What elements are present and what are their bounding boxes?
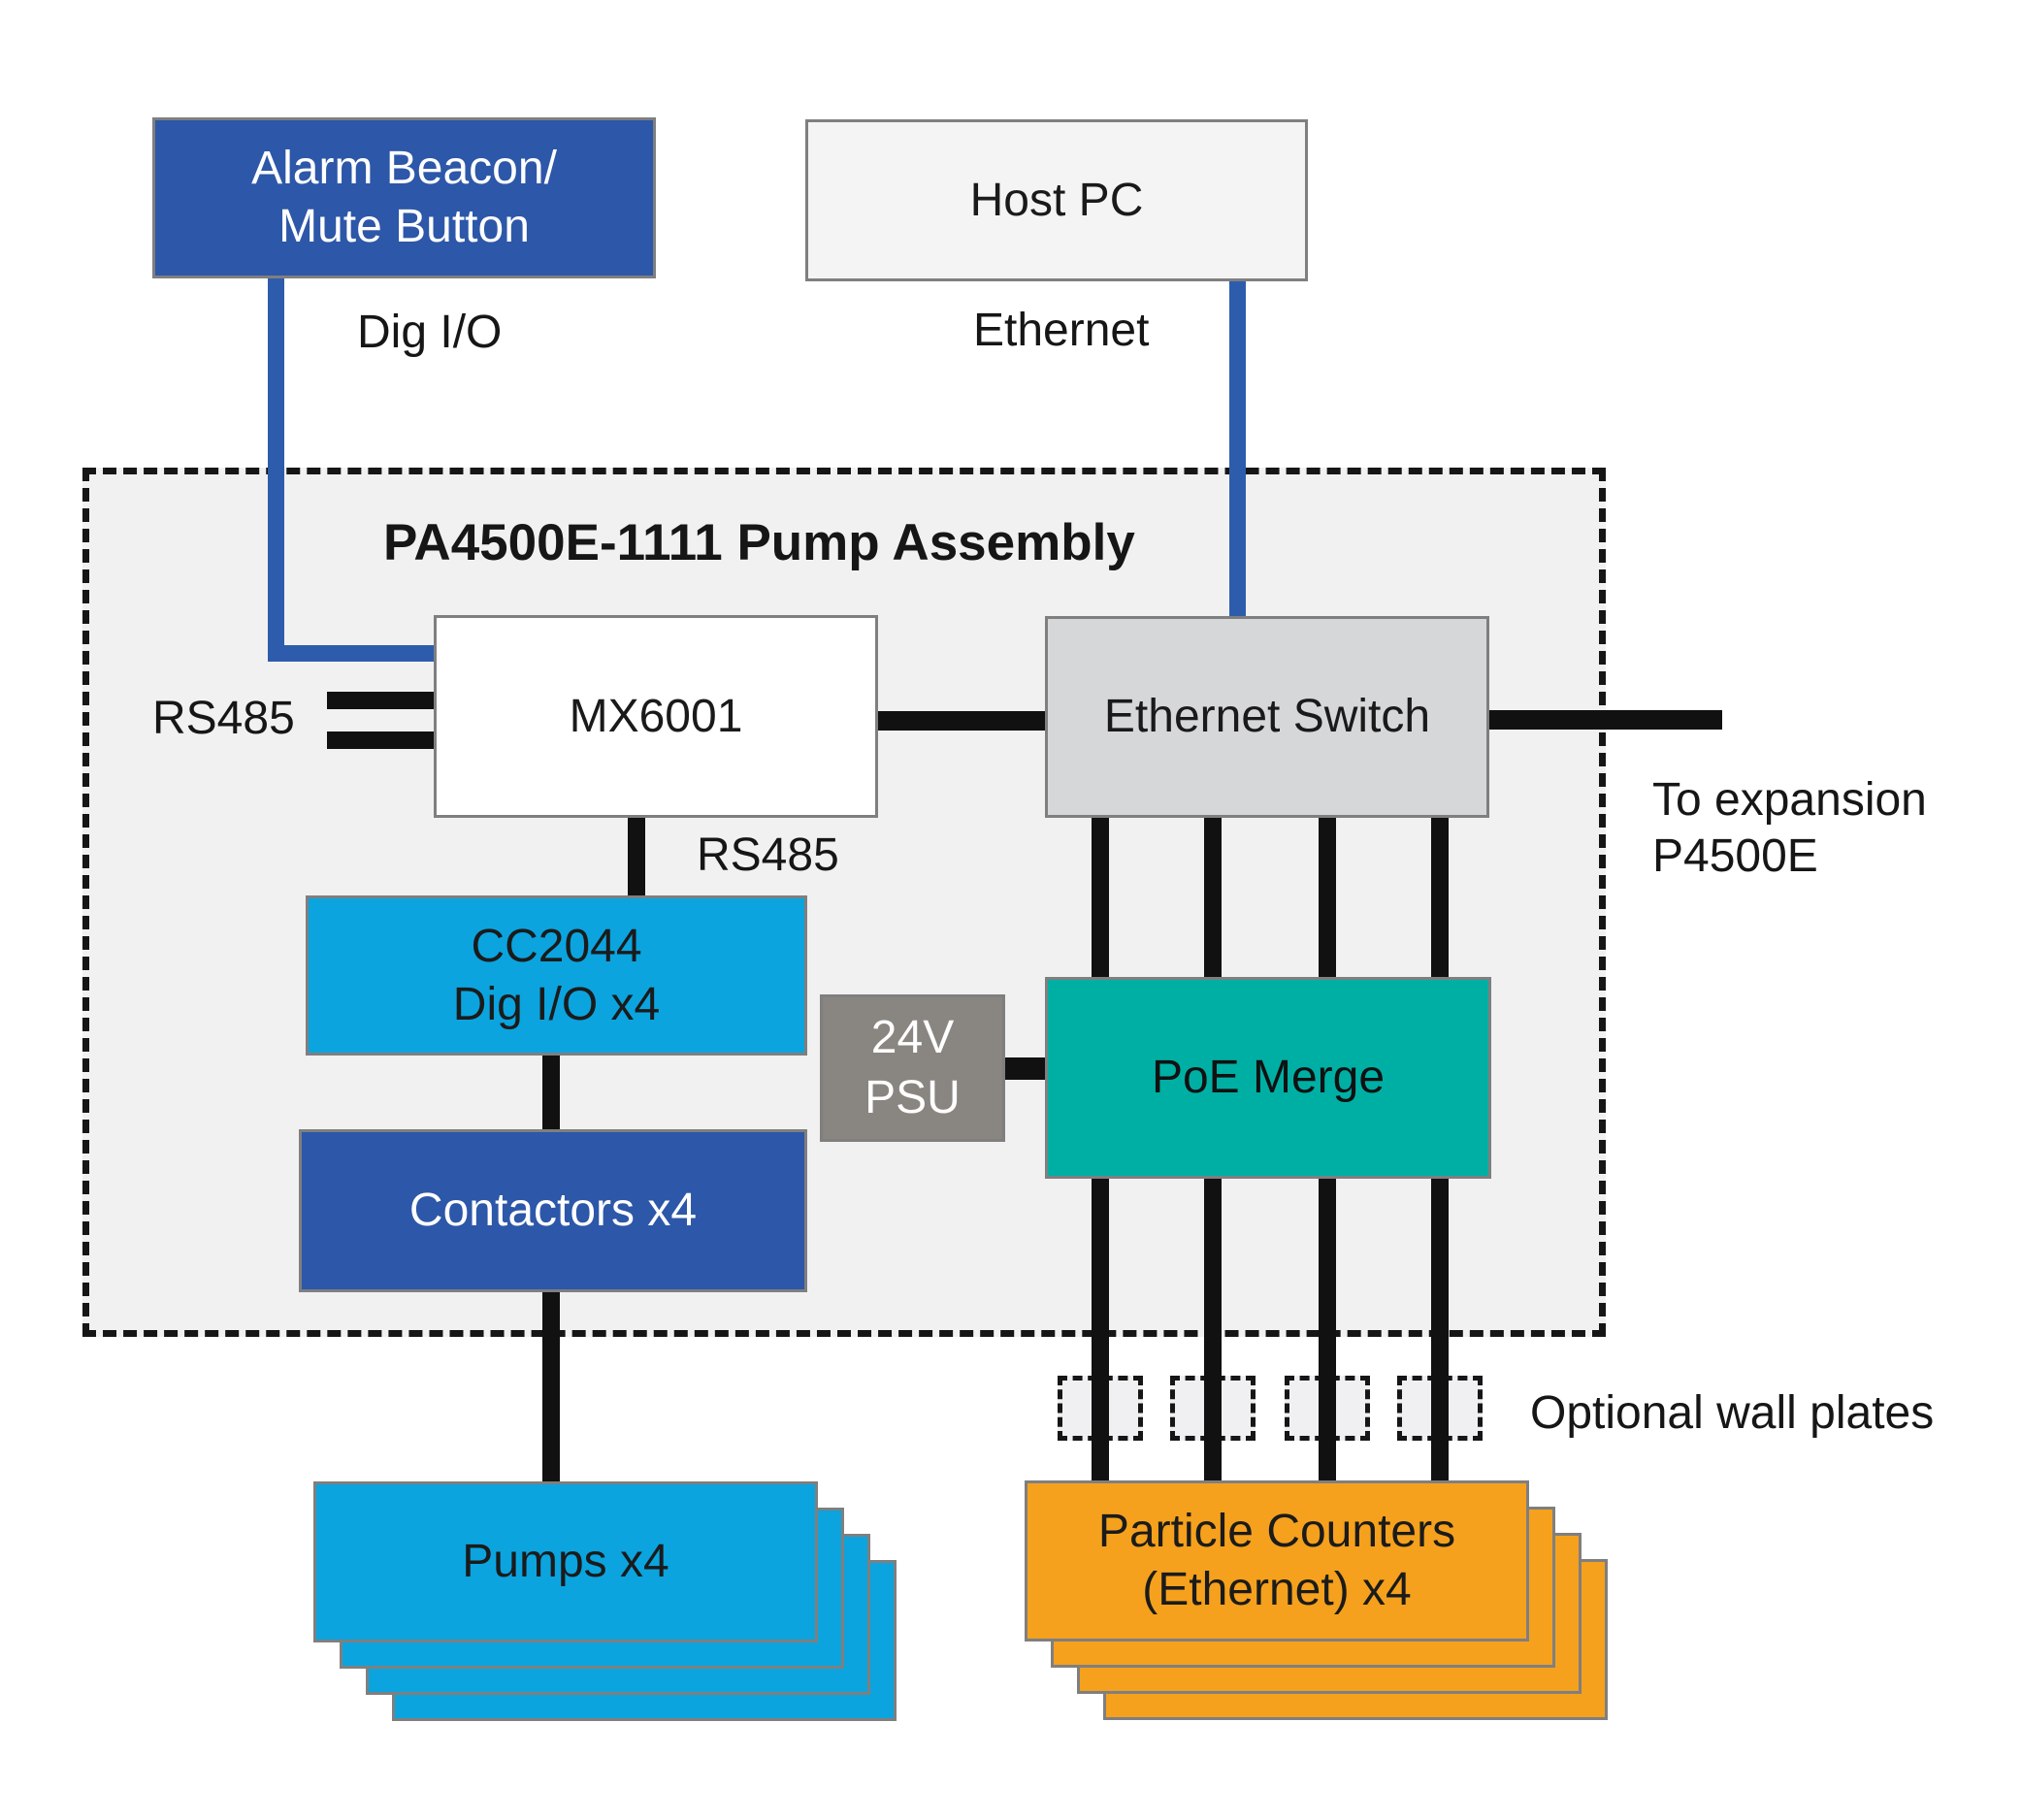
psu-box: 24V PSU — [820, 994, 1005, 1142]
poe-merge-label: PoE Merge — [1151, 1052, 1386, 1103]
poe-merge-box: PoE Merge — [1045, 977, 1491, 1179]
to-expansion-label-line2: P4500E — [1652, 830, 1818, 882]
rs485-left-label: RS485 — [152, 693, 295, 744]
psu-label-line1: 24V — [870, 1012, 955, 1063]
ethernet-switch-box: Ethernet Switch — [1045, 616, 1489, 818]
optional-wall-plates-label: Optional wall plates — [1530, 1387, 1935, 1439]
host-pc-label: Host PC — [969, 174, 1144, 226]
rs485-bus-bar-bottom — [327, 731, 434, 749]
rs485-mid-label: RS485 — [697, 829, 839, 881]
line-psu-to-poe — [1005, 1057, 1045, 1080]
pumps-label: Pumps x4 — [462, 1536, 669, 1587]
to-expansion-label-line1: To expansion — [1652, 774, 1927, 826]
cc2044-label-line2: Dig I/O x4 — [452, 978, 661, 1030]
hostpc-ethernet-line — [1229, 281, 1246, 616]
ethernet-label: Ethernet — [973, 305, 1150, 356]
digio-line-vertical — [268, 278, 284, 662]
contactors-label: Contactors x4 — [408, 1185, 698, 1236]
cc2044-box: CC2044 Dig I/O x4 — [306, 895, 807, 1056]
particle-counters-label-line2: (Ethernet) x4 — [1142, 1564, 1412, 1615]
assembly-title: PA4500E-1111 Pump Assembly — [383, 514, 1135, 571]
alarm-beacon-label-line1: Alarm Beacon/ — [251, 143, 557, 194]
particle-counters-box-front: Particle Counters (Ethernet) x4 — [1025, 1480, 1529, 1641]
particle-counters-label-line1: Particle Counters — [1097, 1506, 1456, 1557]
line-contactors-to-pumps — [542, 1292, 560, 1481]
host-pc-box: Host PC — [805, 119, 1308, 281]
alarm-beacon-label-line2: Mute Button — [278, 201, 530, 252]
line-mx6001-to-switch — [878, 711, 1045, 731]
line-switch-to-expansion — [1489, 710, 1722, 730]
psu-label-line2: PSU — [864, 1072, 961, 1123]
line-mx6001-to-cc2044 — [628, 818, 645, 895]
ethernet-switch-label: Ethernet Switch — [1103, 691, 1431, 742]
alarm-beacon-box: Alarm Beacon/ Mute Button — [152, 117, 656, 278]
rs485-bus-bar-top — [327, 692, 434, 709]
line-cc2044-to-contactors — [542, 1056, 560, 1129]
mx6001-label: MX6001 — [569, 690, 743, 742]
dig-io-label: Dig I/O — [357, 307, 503, 358]
cc2044-label-line1: CC2044 — [471, 920, 642, 972]
contactors-box: Contactors x4 — [299, 1129, 807, 1292]
pumps-box-front: Pumps x4 — [313, 1481, 818, 1642]
mx6001-box: MX6001 — [434, 615, 878, 818]
digio-line-horizontal — [268, 645, 434, 662]
